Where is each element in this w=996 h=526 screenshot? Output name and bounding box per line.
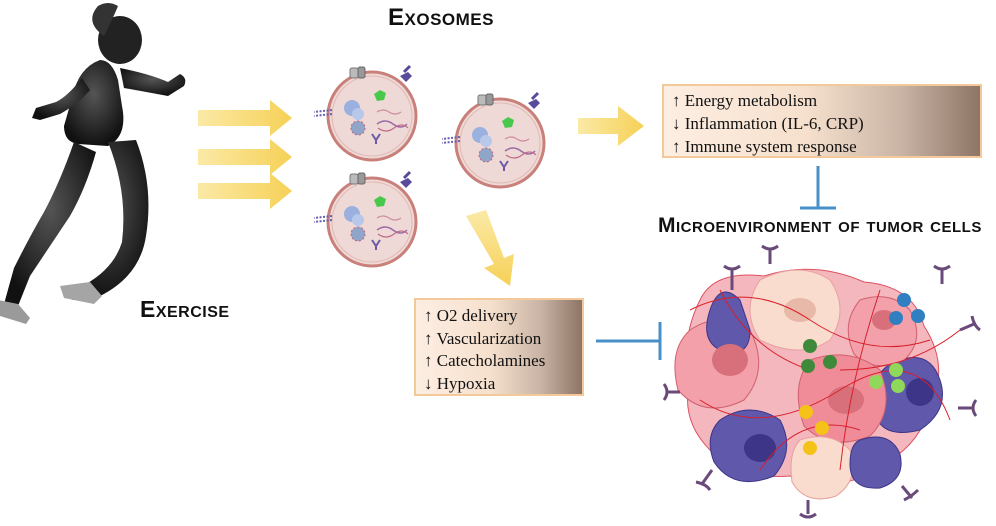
exosome-vesicles	[312, 64, 546, 268]
systemic-effects-box: ↑ Energy metabolism ↓ Inflammation (IL-6…	[662, 84, 982, 158]
runner-icon	[0, 3, 186, 324]
systemic-effect-line: ↑ Immune system response	[672, 137, 857, 156]
exercise-label: Exercise	[140, 296, 230, 322]
local-effects-box: ↑ O2 delivery ↑ Vascularization ↑ Catech…	[414, 298, 584, 396]
arrow-to-local-icon	[466, 210, 514, 286]
local-effect-line: ↑ O2 delivery	[424, 306, 518, 325]
exosome-icon	[312, 170, 418, 268]
systemic-effect-line: ↓ Inflammation (IL-6, CRP)	[672, 114, 864, 133]
local-effect-line: ↑ Vascularization	[424, 328, 542, 348]
exosomes-label: Exosomes	[388, 4, 494, 31]
tumor-cluster-icon	[662, 244, 981, 519]
exosome-icon	[312, 64, 418, 162]
inhibition-bottom	[596, 322, 662, 360]
arrow-icon	[198, 173, 292, 209]
arrow-icon	[198, 139, 292, 175]
systemic-effect-line: ↑ Energy metabolism	[672, 91, 818, 110]
arrow-to-systemic-icon	[578, 106, 644, 146]
microenvironment-label: Microenvironment of tumor cells	[658, 214, 982, 237]
inhibition-top	[800, 166, 836, 210]
local-effect-line: ↑ Catecholamines	[424, 351, 546, 370]
exosome-icon	[440, 91, 546, 189]
arrow-icon	[198, 100, 292, 136]
exercise-arrows	[198, 100, 292, 209]
local-effect-line: ↓ Hypoxia	[424, 373, 496, 393]
